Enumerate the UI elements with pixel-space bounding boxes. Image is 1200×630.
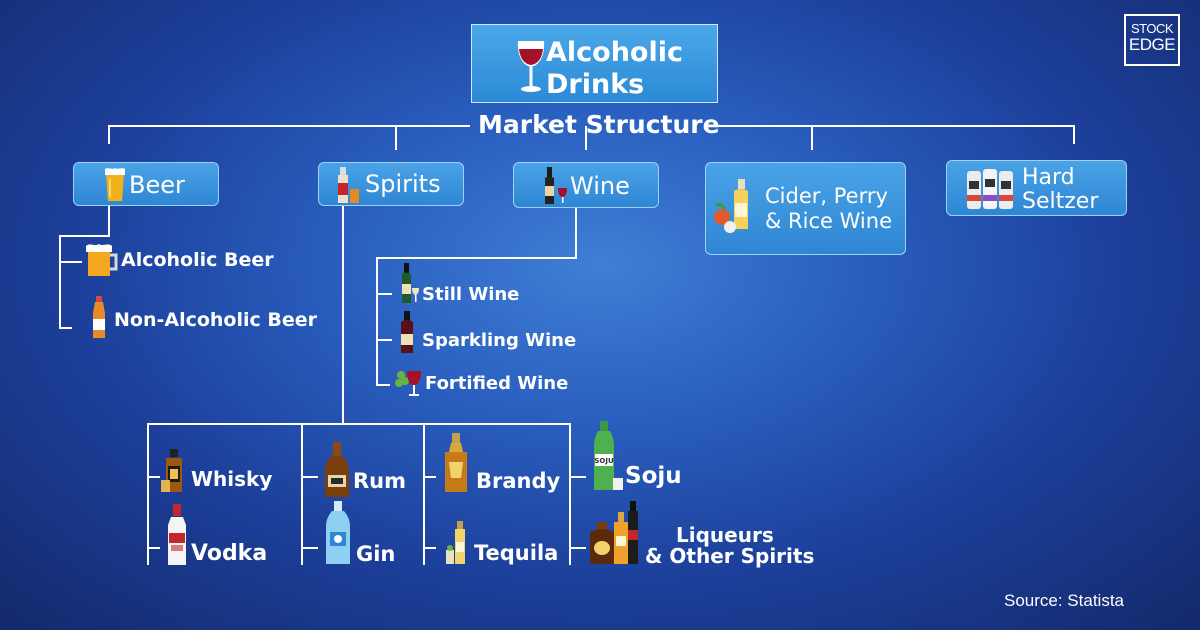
title-box: Alcoholic Drinks bbox=[471, 24, 718, 103]
tequila-bottle-icon bbox=[446, 521, 465, 564]
seltzer-cans-icon bbox=[967, 169, 1013, 209]
wine-glass-icon bbox=[517, 41, 545, 92]
category-cider-box: Cider, Perry & Rice Wine bbox=[705, 162, 906, 255]
category-beer-label: Beer bbox=[129, 171, 185, 199]
category-spirits-box: Spirits bbox=[318, 162, 464, 206]
liqueurs-bottles-icon bbox=[590, 501, 638, 564]
whisky-bottle-icon bbox=[161, 449, 182, 492]
gin-bottle-icon bbox=[326, 501, 350, 564]
beer-glass-icon bbox=[105, 168, 125, 201]
category-wine-label: Wine bbox=[570, 172, 630, 200]
subtitle-market-structure: Market Structure bbox=[478, 110, 720, 139]
wine-item-still: Still Wine bbox=[422, 284, 520, 305]
wine-item-sparkling: Sparkling Wine bbox=[422, 330, 577, 351]
beer-mug-icon bbox=[86, 244, 118, 276]
spirit-item-rum: Rum bbox=[353, 469, 407, 493]
source-note: Source: Statista bbox=[1004, 591, 1125, 610]
vodka-bottle-icon bbox=[168, 504, 186, 565]
category-cider-line1: Cider, Perry bbox=[765, 184, 888, 208]
spirits-bottle-icon bbox=[338, 167, 359, 203]
beer-item-alcoholic: Alcoholic Beer bbox=[121, 249, 274, 271]
title-line1: Alcoholic bbox=[546, 37, 683, 68]
category-cider-line2: & Rice Wine bbox=[765, 209, 892, 233]
title-line2: Drinks bbox=[546, 69, 645, 100]
category-seltzer-line1: Hard bbox=[1022, 165, 1075, 190]
brandy-bottle-icon bbox=[445, 433, 467, 492]
fortified-wine-icon bbox=[395, 371, 421, 396]
category-seltzer-line2: Seltzer bbox=[1022, 189, 1099, 214]
spirit-item-tequila: Tequila bbox=[474, 541, 559, 565]
category-hard-seltzer-box: Hard Seltzer bbox=[946, 160, 1127, 216]
spirit-item-soju: Soju bbox=[625, 463, 682, 489]
sparkling-wine-icon bbox=[401, 311, 413, 353]
spirit-item-whisky: Whisky bbox=[191, 467, 273, 491]
spirit-item-brandy: Brandy bbox=[476, 469, 561, 493]
soju-bottle-icon: SOJU bbox=[594, 421, 623, 490]
rum-bottle-icon bbox=[325, 442, 349, 497]
spirit-item-vodka: Vodka bbox=[191, 541, 268, 566]
spirit-item-gin: Gin bbox=[356, 542, 396, 566]
stockedge-logo: STOCK EDGE bbox=[1124, 14, 1180, 66]
still-wine-icon bbox=[402, 263, 419, 303]
logo-line1: STOCK bbox=[1130, 21, 1174, 36]
category-beer-box: Beer bbox=[73, 162, 219, 206]
soju-bottle-label: SOJU bbox=[594, 457, 614, 465]
cider-bottle-icon bbox=[714, 179, 748, 233]
wine-bottle-icon bbox=[545, 167, 567, 204]
beer-bottle-icon bbox=[93, 296, 105, 338]
category-spirits-label: Spirits bbox=[365, 170, 441, 198]
spirit-item-liqueurs-line2: & Other Spirits bbox=[645, 544, 815, 568]
beer-item-non-alcoholic: Non-Alcoholic Beer bbox=[114, 309, 318, 331]
spirit-item-liqueurs-line1: Liqueurs bbox=[676, 523, 774, 547]
wine-item-fortified: Fortified Wine bbox=[425, 373, 569, 394]
category-wine-box: Wine bbox=[513, 162, 659, 208]
logo-line2: EDGE bbox=[1128, 35, 1176, 54]
